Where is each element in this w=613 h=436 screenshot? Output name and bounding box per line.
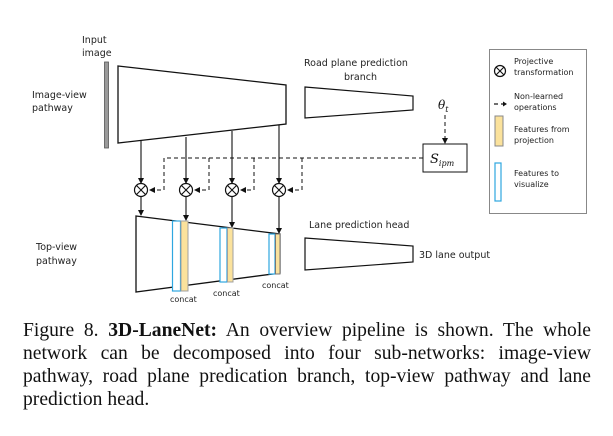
visualize-feature-bar — [268, 233, 276, 275]
projection-feature-bar — [275, 233, 281, 275]
concat-label-3: concat — [262, 281, 289, 290]
feature-connections — [138, 125, 282, 234]
pipeline-diagram: Input image Image-view pathway Road plan… — [32, 35, 587, 304]
legend-item-1-line-1: Projective — [514, 57, 553, 66]
legend-item-3-line-2: projection — [514, 136, 554, 145]
projective-transform-icon — [224, 182, 240, 198]
theta-t-label: θt — [438, 98, 449, 114]
dashed-branch-2 — [194, 158, 210, 193]
projection-feature-bar — [180, 220, 189, 292]
visualize-feature-bar — [219, 227, 228, 283]
image-view-label-1: Image-view — [32, 90, 87, 101]
legend-item-1-line-2: transformation — [514, 68, 573, 77]
visualize-feature-bar — [171, 220, 182, 292]
input-image-label-1: Input — [82, 35, 107, 46]
projective-transforms — [133, 182, 287, 198]
concat-label-1: concat — [170, 295, 197, 304]
blue-feature-bar-icon — [494, 162, 502, 202]
sipm-label: Sipm — [430, 152, 455, 168]
top-view-label-1: Top-view — [35, 242, 77, 253]
legend-box — [489, 49, 587, 214]
projective-transform-icon — [493, 64, 507, 78]
legend: Projective transformation Non-learned op… — [489, 49, 587, 214]
legend-item-2-line-2: operations — [514, 103, 557, 112]
legend-item-4-line-2: visualize — [514, 180, 549, 189]
caption-text: An overview pipeline is shown. The whole… — [23, 320, 591, 410]
dashed-arrow-icon — [494, 101, 507, 107]
caption-title: 3D-LaneNet: — [108, 320, 218, 341]
dashed-branch-1 — [149, 158, 165, 193]
yellow-feature-bar-icon — [494, 115, 504, 147]
dashed-branches — [149, 158, 303, 193]
concat-label-2: concat — [213, 289, 240, 298]
feature-bars — [171, 220, 281, 292]
legend-item-3-line-1: Features from — [514, 125, 570, 134]
lane-prediction-head — [304, 237, 414, 271]
image-view-encoder — [117, 65, 287, 144]
caption-prefix: Figure 8. — [23, 320, 109, 341]
projective-transform-icon — [133, 182, 149, 198]
figure-caption: Figure 8. 3D-LaneNet: An overview pipeli… — [23, 319, 591, 411]
dashed-branch-4 — [287, 158, 303, 193]
sipm-box — [422, 143, 468, 173]
dashed-branch-3 — [240, 158, 255, 193]
road-plane-label-2: branch — [344, 72, 377, 83]
road-plane-branch — [304, 86, 414, 119]
top-view-label-2: pathway — [36, 256, 77, 267]
road-plane-label-1: Road plane prediction — [304, 58, 408, 69]
output-label: 3D lane output — [419, 250, 490, 261]
legend-item-4-line-1: Features to — [514, 169, 559, 178]
lane-head-label: Lane prediction head — [309, 220, 409, 231]
input-image-bar — [104, 61, 109, 149]
projective-transform-icon — [178, 182, 194, 198]
projection-feature-bar — [227, 227, 234, 283]
legend-item-2-line-1: Non-learned — [514, 92, 563, 101]
top-view-encoder — [135, 215, 281, 293]
image-view-label-2: pathway — [32, 103, 73, 114]
input-image-label-2: image — [82, 48, 112, 59]
projective-transform-icon — [271, 182, 287, 198]
